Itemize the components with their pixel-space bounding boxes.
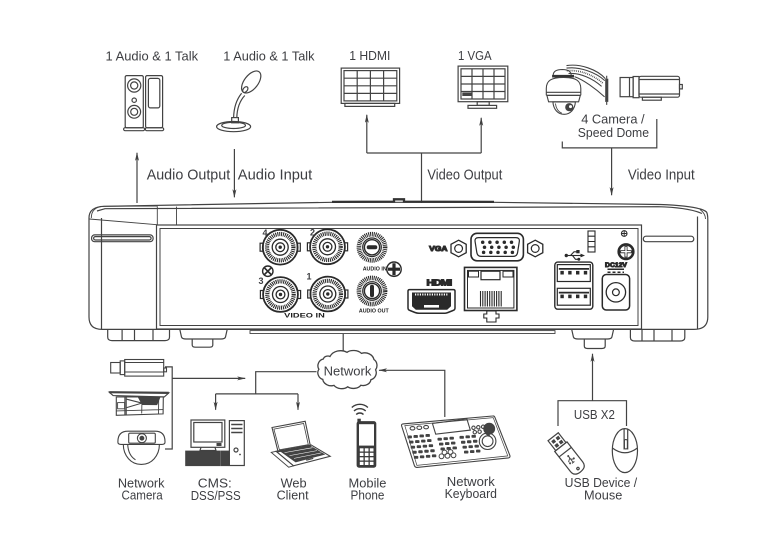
svg-text:2: 2 (310, 228, 315, 238)
svg-text:1: 1 (307, 272, 312, 282)
svg-text:4 Camera /: 4 Camera / (581, 111, 645, 126)
svg-text:Audio Output: Audio Output (147, 166, 231, 183)
svg-text:AUDIO IN: AUDIO IN (363, 267, 387, 273)
svg-text:1 Audio & 1 Talk: 1 Audio & 1 Talk (223, 48, 315, 63)
svg-text:Audio Input: Audio Input (238, 166, 313, 183)
svg-text:1 Audio & 1 Talk: 1 Audio & 1 Talk (106, 48, 199, 63)
svg-text:AUDIO OUT: AUDIO OUT (359, 308, 389, 314)
svg-text:Web: Web (281, 475, 307, 490)
svg-text:USB X2: USB X2 (574, 407, 615, 422)
svg-text:Speed Dome: Speed Dome (578, 125, 649, 140)
svg-text:USB Device /: USB Device / (565, 475, 638, 490)
svg-text:3: 3 (259, 276, 264, 286)
svg-text:DC12V: DC12V (605, 262, 628, 269)
svg-text:CMS:: CMS: (198, 475, 232, 490)
svg-text:Mouse: Mouse (584, 488, 622, 503)
svg-text:VGA: VGA (429, 246, 447, 253)
svg-text:Mobile: Mobile (349, 475, 387, 490)
svg-text:1 HDMI: 1 HDMI (349, 48, 390, 63)
svg-text:Video Output: Video Output (427, 166, 503, 183)
svg-text:Network: Network (447, 474, 495, 489)
svg-text:DSS/PSS: DSS/PSS (191, 488, 241, 503)
svg-text:Network: Network (324, 364, 372, 379)
svg-text:Client: Client (277, 488, 309, 503)
svg-text:HDMI: HDMI (427, 279, 452, 288)
svg-text:Keyboard: Keyboard (445, 486, 497, 501)
svg-text:Network: Network (118, 475, 165, 490)
svg-text:Video Input: Video Input (628, 166, 696, 183)
svg-text:Camera: Camera (122, 488, 164, 503)
svg-text:4: 4 (263, 228, 268, 238)
svg-text:VIDEO IN: VIDEO IN (284, 313, 325, 320)
svg-text:1 VGA: 1 VGA (458, 48, 492, 63)
svg-text:Phone: Phone (351, 488, 385, 503)
